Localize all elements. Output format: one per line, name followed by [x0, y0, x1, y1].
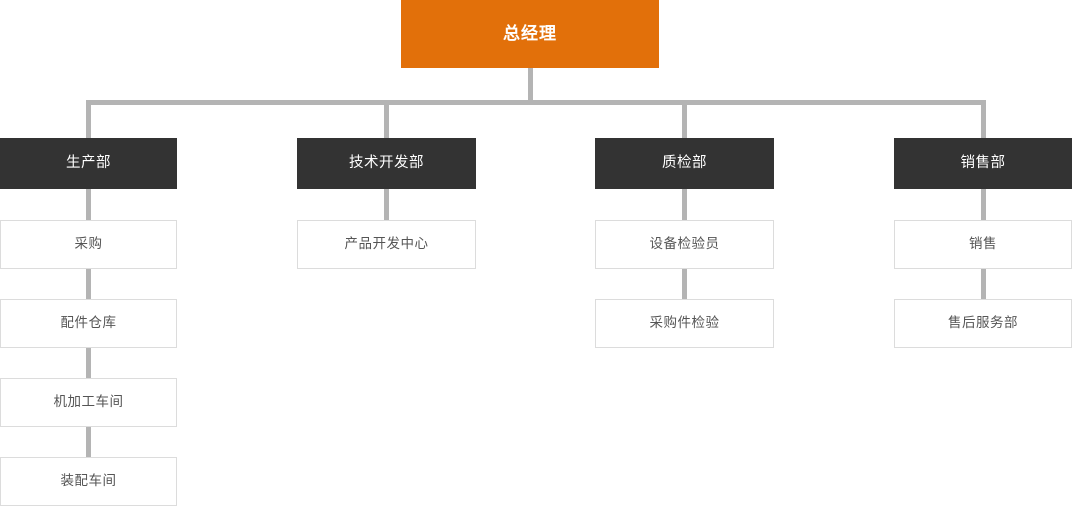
node-department-sales[interactable]: 销售部 — [894, 138, 1072, 189]
connector-root-stem — [528, 68, 533, 104]
node-sub-quality-inspection-2[interactable]: 采购件检验 — [595, 299, 774, 348]
connector-link-quality-inspection-2 — [682, 269, 687, 299]
node-sub-quality-inspection-1[interactable]: 设备检验员 — [595, 220, 774, 269]
connector-link-technical-development-1 — [384, 189, 389, 220]
connector-link-production-4 — [86, 427, 91, 457]
node-sub-sales-1[interactable]: 销售 — [894, 220, 1072, 269]
node-sub-production-2[interactable]: 配件仓库 — [0, 299, 177, 348]
connector-bus-drop-quality-inspection — [682, 100, 687, 138]
connector-link-production-3 — [86, 348, 91, 378]
connector-horizontal-bus — [86, 100, 985, 105]
connector-bus-drop-production — [86, 100, 91, 138]
node-department-quality-inspection[interactable]: 质检部 — [595, 138, 774, 189]
node-sub-production-4[interactable]: 装配车间 — [0, 457, 177, 506]
connector-link-production-1 — [86, 189, 91, 220]
node-sub-production-3[interactable]: 机加工车间 — [0, 378, 177, 427]
connector-link-quality-inspection-1 — [682, 189, 687, 220]
node-sub-production-1[interactable]: 采购 — [0, 220, 177, 269]
connector-link-production-2 — [86, 269, 91, 299]
node-root-general-manager[interactable]: 总经理 — [401, 0, 659, 68]
connector-bus-drop-sales — [981, 100, 986, 138]
connector-bus-drop-technical-development — [384, 100, 389, 138]
node-sub-sales-2[interactable]: 售后服务部 — [894, 299, 1072, 348]
node-department-technical-development[interactable]: 技术开发部 — [297, 138, 476, 189]
node-sub-technical-development-1[interactable]: 产品开发中心 — [297, 220, 476, 269]
node-department-production[interactable]: 生产部 — [0, 138, 177, 189]
connector-link-sales-1 — [981, 189, 986, 220]
connector-link-sales-2 — [981, 269, 986, 299]
